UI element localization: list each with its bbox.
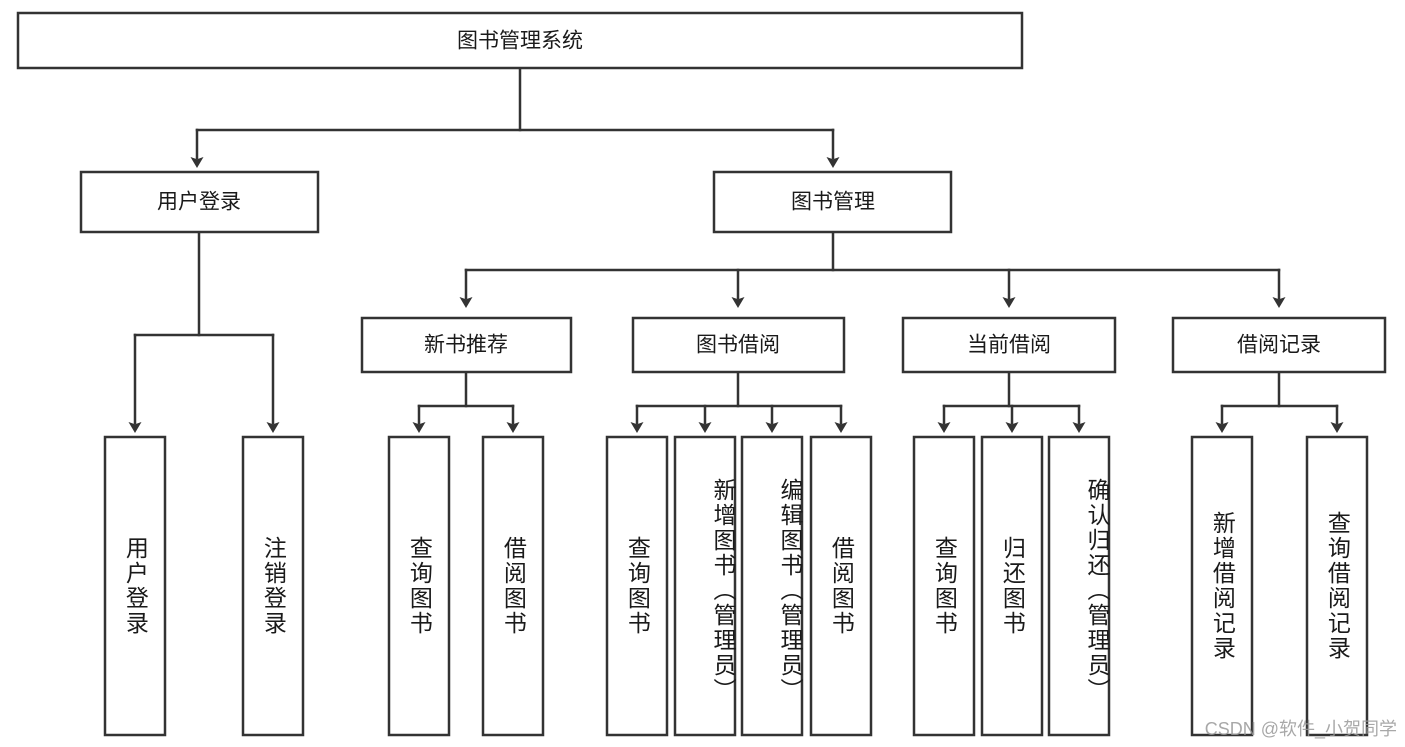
leaf-box-user-login-1[interactable] xyxy=(103,435,167,737)
node-borrow-record-label: 借阅记录 xyxy=(1237,334,1321,357)
leaf-box-new-book-1[interactable] xyxy=(387,435,451,737)
leaf-label-borrow-record-1: 新增借阅记录 xyxy=(1209,511,1236,661)
node-current-borrow[interactable]: 当前借阅 xyxy=(901,316,1117,374)
leaf-label-book-borrow-4: 借阅图书 xyxy=(828,536,855,636)
leaf-box-borrow-record-2[interactable] xyxy=(1305,435,1369,737)
node-user-login-box[interactable] xyxy=(79,170,320,234)
node-book-manage-label: 图书管理 xyxy=(791,191,875,214)
node-user-login-label: 用户登录 xyxy=(157,191,241,214)
leaf-label-new-book-1: 查询图书 xyxy=(406,536,433,636)
leaf-label-borrow-record-2: 查询借阅记录 xyxy=(1324,511,1351,661)
node-new-book-recommend-box[interactable] xyxy=(360,316,573,374)
node-current-borrow-label: 当前借阅 xyxy=(967,334,1051,357)
node-user-login[interactable]: 用户登录 xyxy=(79,170,320,234)
node-borrow-record[interactable]: 借阅记录 xyxy=(1171,316,1387,374)
leaf-box-current-borrow-3[interactable] xyxy=(1047,435,1111,737)
leaf-box-current-borrow-1[interactable] xyxy=(912,435,976,737)
node-new-book-recommend-label: 新书推荐 xyxy=(424,334,508,357)
leaf-label-book-borrow-1: 查询图书 xyxy=(624,536,651,636)
leaf-box-book-borrow-3[interactable] xyxy=(740,435,804,737)
leaf-label-current-borrow-3: 确认归还（管理员） xyxy=(1084,477,1110,703)
leaf-label-user-login-2: 注销登录 xyxy=(260,536,287,636)
leaf-label-book-borrow-2: 新增图书（管理员） xyxy=(710,477,736,703)
node-book-manage-box[interactable] xyxy=(712,170,953,234)
leaf-box-new-book-2[interactable] xyxy=(481,435,545,737)
leaf-box-book-borrow-1[interactable] xyxy=(605,435,669,737)
node-borrow-record-box[interactable] xyxy=(1171,316,1387,374)
leaf-label-current-borrow-1: 查询图书 xyxy=(931,536,958,636)
leaf-label-book-borrow-3: 编辑图书（管理员） xyxy=(777,477,803,703)
edges-layer xyxy=(128,66,1344,433)
leaf-label-user-login-1: 用户登录 xyxy=(122,536,149,636)
leaf-label-new-book-2: 借阅图书 xyxy=(500,536,527,636)
node-current-borrow-box[interactable] xyxy=(901,316,1117,374)
leaf-boxes-layer xyxy=(103,435,1369,737)
node-book-borrow-box[interactable] xyxy=(631,316,846,374)
leaf-box-current-borrow-2[interactable] xyxy=(980,435,1044,737)
node-book-manage[interactable]: 图书管理 xyxy=(712,170,953,234)
node-new-book-recommend[interactable]: 新书推荐 xyxy=(360,316,573,374)
node-root[interactable]: 图书管理系统 xyxy=(16,11,1024,70)
node-book-borrow[interactable]: 图书借阅 xyxy=(631,316,846,374)
node-root-box[interactable] xyxy=(16,11,1024,70)
leaf-label-current-borrow-2: 归还图书 xyxy=(999,536,1026,636)
leaf-box-book-borrow-4[interactable] xyxy=(809,435,873,737)
node-root-label: 图书管理系统 xyxy=(457,30,583,53)
leaf-box-user-login-2[interactable] xyxy=(241,435,305,737)
leaf-box-borrow-record-1[interactable] xyxy=(1190,435,1254,737)
node-book-borrow-label: 图书借阅 xyxy=(696,334,780,357)
leaf-box-book-borrow-2[interactable] xyxy=(673,435,737,737)
watermark-text: CSDN @软件_小贺同学 xyxy=(1204,719,1397,739)
